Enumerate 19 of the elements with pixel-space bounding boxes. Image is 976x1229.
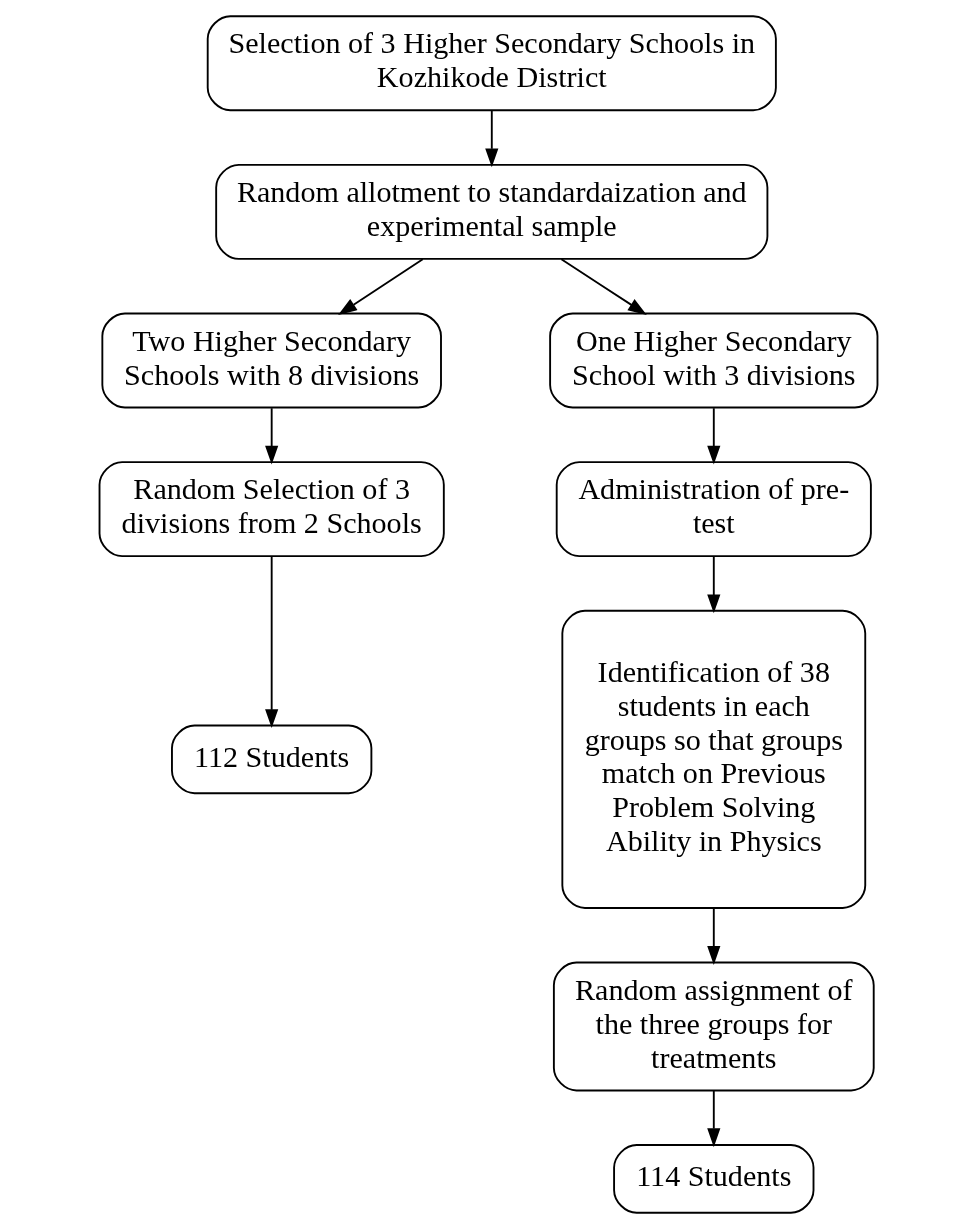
node-box: Random Selection of 3 divisions from 2 Schools [98, 461, 445, 558]
arrow [337, 258, 424, 315]
arrow [484, 110, 498, 168]
arrow [264, 407, 278, 465]
node-box: 112 Students [170, 724, 372, 795]
arrow [706, 1089, 720, 1148]
node-box: 114 Students [612, 1144, 814, 1214]
arrow [706, 407, 720, 465]
node-box: Random allotment to standardaization and experimental sample [214, 163, 768, 260]
node-box: Identification of 38 students in each groups so that groups match on Previous Problem Solving Ability in Physics [560, 609, 866, 909]
node-box: Two Higher Secondary Schools with 8 divisions [100, 312, 442, 409]
arrow [559, 258, 647, 315]
node-box: Random assignment of the three groups for treatments [552, 961, 875, 1092]
arrow [706, 907, 720, 965]
node-box: One Higher Secondary School with 3 divisions [548, 312, 878, 409]
node-box: Administration of pre-test [555, 461, 872, 558]
arrow [264, 555, 278, 728]
node-box: Selection of 3 Higher Secondary Schools in Kozhikode District [206, 15, 777, 112]
arrow [706, 555, 720, 614]
